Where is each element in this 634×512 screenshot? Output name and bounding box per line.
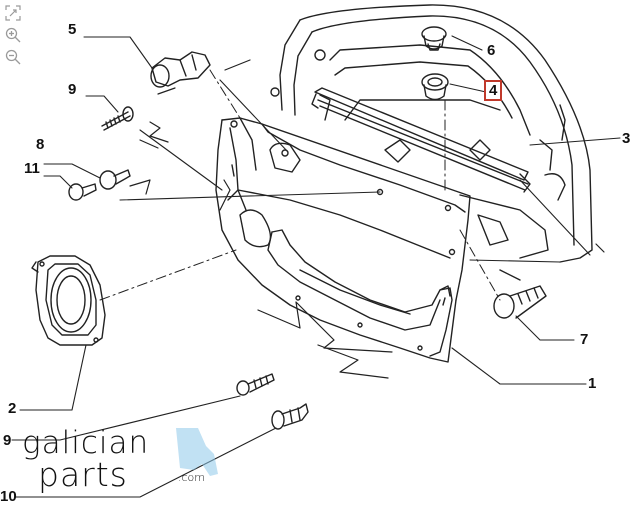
zoom-out-icon (5, 49, 21, 65)
fastener-6 (421, 26, 447, 51)
zoom-in-icon (5, 27, 21, 43)
callout-9-lower[interactable]: 9 (3, 432, 12, 449)
leader-lines (11, 35, 621, 498)
door-frame (270, 4, 593, 281)
callout-11[interactable]: 11 (24, 160, 40, 177)
section-break-marks (129, 59, 605, 379)
fit-to-screen-icon (5, 5, 21, 21)
callout-8[interactable]: 8 (36, 136, 45, 153)
logo-word-parts: parts (38, 455, 128, 494)
assembly-axes (99, 69, 501, 301)
fastener-4 (421, 73, 449, 101)
callout-5[interactable]: 5 (68, 21, 77, 38)
callout-3[interactable]: 3 (622, 130, 631, 147)
zoom-in-button[interactable] (3, 25, 23, 45)
window-seal-strip (311, 87, 531, 193)
screw-9 (101, 106, 134, 131)
fit-to-screen-button[interactable] (3, 3, 23, 23)
fastener-5 (150, 51, 211, 88)
zoom-out-button[interactable] (3, 47, 23, 67)
callout-9[interactable]: 9 (68, 81, 77, 98)
viewer-toolbar (3, 3, 25, 67)
speaker-grille (31, 255, 106, 346)
screw-11 (68, 183, 97, 201)
callout-4[interactable]: 4 (484, 80, 503, 101)
door-pocket (267, 229, 453, 357)
screw-8 (99, 169, 131, 190)
door-trim-panel (215, 117, 471, 363)
callout-6[interactable]: 6 (487, 42, 496, 59)
callout-2[interactable]: 2 (8, 400, 17, 417)
screw-9-lower (236, 373, 275, 396)
callout-7[interactable]: 7 (580, 331, 589, 348)
logo-accent-shape (176, 428, 218, 476)
callout-1[interactable]: 1 (588, 375, 597, 392)
clip-10 (271, 403, 309, 430)
galicianparts-logo: galician parts .com (16, 424, 218, 496)
logo-suffix: .com (178, 471, 205, 484)
callout-10[interactable]: 10 (0, 488, 17, 505)
fastener-7 (493, 285, 547, 319)
logo-word-galician: galician (22, 425, 150, 461)
